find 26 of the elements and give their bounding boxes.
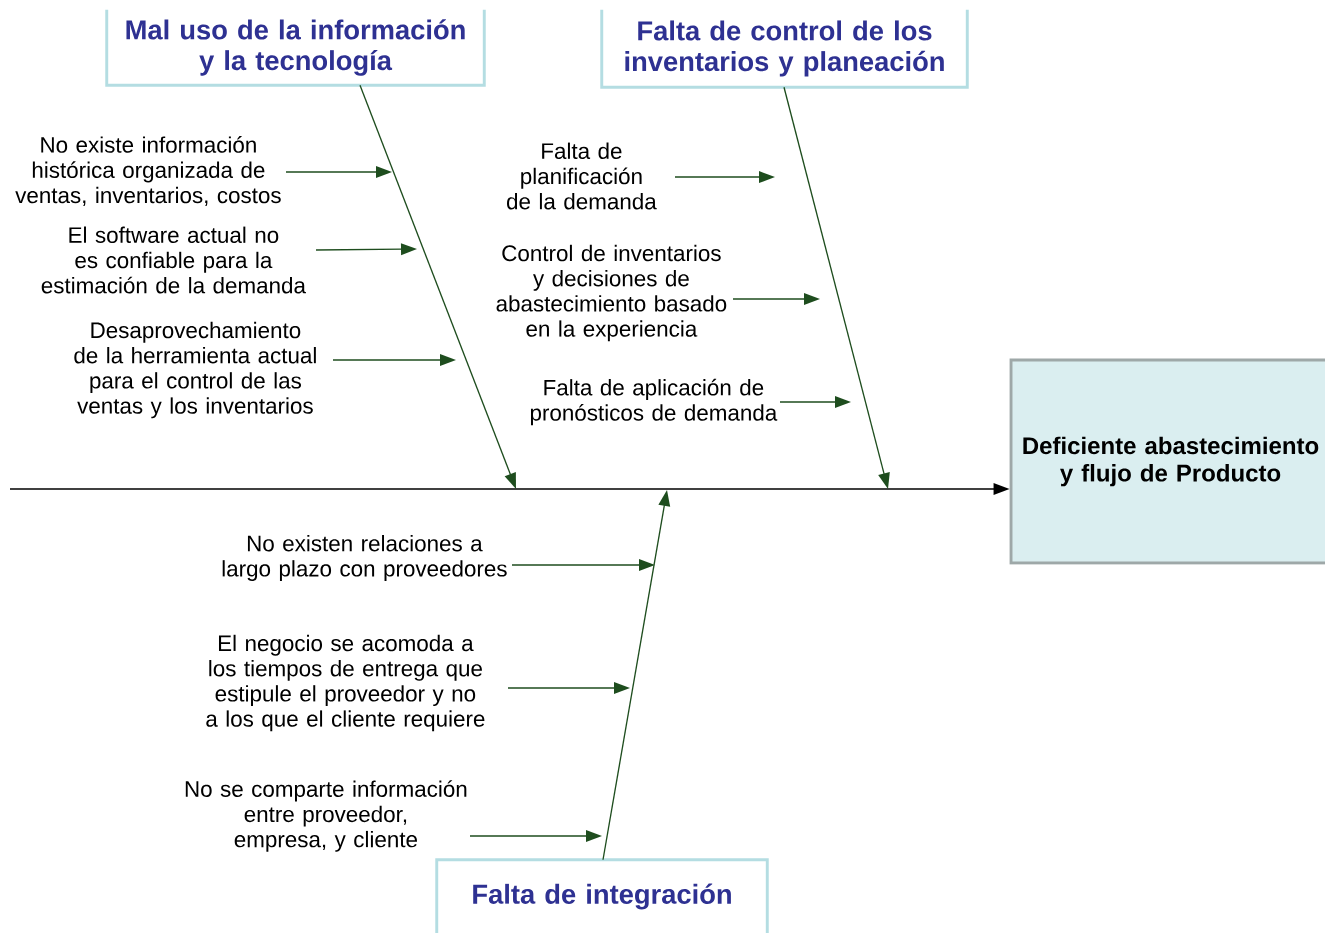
bone-arrow: [783, 86, 890, 489]
cause-text: Falta de aplicación de pronósticos de demanda: [530, 378, 778, 426]
category-box: Falta de integración: [435, 858, 769, 933]
spine-arrow: [9, 483, 1010, 495]
cause-text: El software actual no es confiable para la estimación de la demanda: [41, 226, 306, 294]
cause-arrow: [507, 682, 630, 694]
bone-arrow: [602, 490, 671, 861]
cause-arrow: [779, 396, 851, 408]
cause-text: No se comparte información entre proveedor, empresa, y cliente: [185, 780, 467, 852]
cause-arrow: [732, 293, 820, 305]
cause-arrow: [315, 243, 417, 256]
cause-arrow: [285, 166, 392, 178]
cause-text: No existen relaciones a largo plazo con proveedores: [222, 534, 507, 582]
cause-arrow: [674, 171, 775, 183]
category-box: Mal uso de la información y la tecnología: [105, 9, 486, 87]
cause-arrow: [511, 559, 655, 571]
cause-text: Falta de planificación de la demanda: [507, 142, 657, 210]
cause-text: El negocio se acomoda a los tiempos de entrega que estipule el proveedor y no a los que el cliente requiere: [206, 634, 485, 732]
effect-box: Deficiente abastecimiento y flujo de Producto: [1009, 358, 1325, 565]
cause-arrow: [332, 354, 456, 366]
category-box: Falta de control de los inventarios y planeación: [600, 9, 969, 89]
cause-arrow: [469, 830, 602, 842]
cause-text: Desaprovechamiento de la herramienta actual para el control de las ventas y los inventarios: [74, 321, 316, 419]
cause-text: Control de inventarios y decisiones de abastecimiento basado en la experiencia: [496, 244, 727, 342]
bone-arrow: [359, 84, 516, 489]
cause-text: No existe información histórica organizada de ventas, inventarios, costos: [15, 136, 281, 206]
